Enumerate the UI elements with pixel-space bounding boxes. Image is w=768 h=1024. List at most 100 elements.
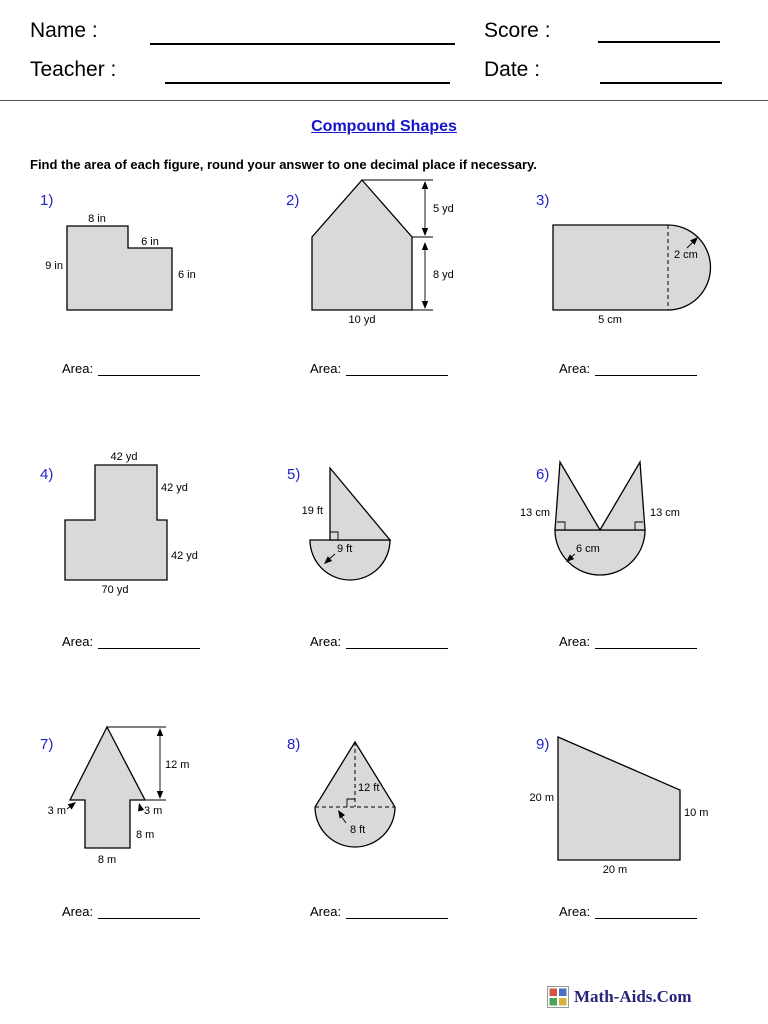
problem-3-figure: 2 cm 5 cm [552,224,712,326]
problem-7-number: 7) [40,736,54,753]
teacher-label: Teacher : [30,58,117,81]
right-angle-marker [346,798,355,807]
dim-label-upper-right: 42 yd [161,482,188,494]
rect-semicircle-outline [552,224,712,311]
problem-1-area-field: Area: [62,361,201,376]
problem-9-figure: 20 m 10 m 20 m [530,736,708,876]
dim-label-top: 8 in [88,213,106,225]
dim-label-left-overhang: 3 m [48,805,66,817]
problem-2-figure: 5 yd 8 yd 10 yd [311,179,454,326]
area-label: Area: [62,904,94,919]
arrow-shape-outline [68,725,147,849]
dim-label-base: 20 m [603,864,627,876]
dim-label-radius: 2 cm [674,249,698,261]
problem-4-area-field: Area: [62,634,201,649]
instruction-text: Find the area of each figure, round your… [30,157,537,172]
problem-5-area-field: Area: [310,634,449,649]
name-blank-line [150,42,455,45]
problem-8-figure: 12 ft 8 ft [314,740,396,848]
area-blank-line [346,635,449,649]
dim-label-right: 6 in [178,269,196,281]
t-shape-outline [64,464,168,581]
arrowhead-icon [421,301,429,309]
arrowhead-icon [338,810,346,819]
semicircle-outline [309,539,391,581]
problem-8-area-field: Area: [310,904,449,919]
problem-2-number: 2) [286,192,300,209]
area-label: Area: [62,634,94,649]
arrowhead-icon [421,181,429,189]
dim-label-left: 13 cm [520,507,550,519]
dim-label-left: 9 in [45,260,63,272]
problem-9-number: 9) [536,736,550,753]
area-label: Area: [559,361,591,376]
problem-6-number: 6) [536,466,550,483]
score-label: Score : [484,19,551,42]
arrowhead-icon [137,803,145,812]
problem-7-area-field: Area: [62,904,201,919]
arrowhead-icon [566,554,575,562]
page-title: Compound Shapes [311,118,457,135]
problem-1-number: 1) [40,192,54,209]
dim-label-wall: 8 yd [433,269,454,281]
dim-label-step: 6 in [141,236,159,248]
area-blank-line [98,635,201,649]
dim-label-diameter: 9 ft [337,543,352,555]
dim-label-height: 19 ft [302,505,323,517]
right-triangle-outline [598,459,646,531]
math-aids-logo-icon [547,986,569,1008]
area-label: Area: [559,904,591,919]
right-angle-marker [634,521,643,530]
dim-label-right-overhang: 3 m [144,805,162,817]
name-label: Name : [30,19,98,42]
dim-label-stem-width: 8 m [98,854,116,866]
dim-label-base: 10 yd [349,314,376,326]
header-divider [0,100,768,101]
problem-4-number: 4) [40,466,54,483]
dim-label-base: 70 yd [102,584,129,596]
dim-label-stem-height: 8 m [136,829,154,841]
arrowhead-icon [156,791,164,799]
arrowhead-icon [324,556,333,564]
area-blank-line [346,905,449,919]
area-label: Area: [62,361,94,376]
radius-pointer-line [686,241,694,249]
dim-label-diameter: 6 cm [576,543,600,555]
area-blank-line [595,905,698,919]
left-triangle-outline [554,459,602,531]
score-blank-line [598,40,720,43]
area-label: Area: [310,361,342,376]
problem-1-figure: 8 in 6 in 9 in 6 in [45,213,196,311]
date-blank-line [600,81,722,84]
dim-label-roof: 5 yd [433,203,454,215]
arrowhead-icon [156,728,164,736]
area-blank-line [98,362,201,376]
problem-8-number: 8) [287,736,301,753]
dim-label-lower-right: 42 yd [171,550,198,562]
problem-7-figure: 12 m 3 m 3 m 8 m 8 m [48,725,189,866]
dim-label-right: 13 cm [650,507,680,519]
arrowhead-icon [421,228,429,236]
dim-label-height: 12 ft [358,782,379,794]
problem-5-figure: 19 ft 9 ft [302,466,392,581]
l-shape-outline [66,225,173,311]
date-label: Date : [484,58,541,81]
area-blank-line [98,905,201,919]
dim-label-top: 42 yd [111,451,138,463]
right-angle-marker [557,521,566,530]
area-blank-line [346,362,449,376]
teacher-blank-line [165,81,450,84]
dim-label-diameter: 8 ft [350,824,365,836]
brand-link[interactable]: Math-Aids.Com [574,987,692,1006]
problem-3-area-field: Area: [559,361,698,376]
problem-5-number: 5) [287,466,301,483]
arrowhead-icon [690,237,698,245]
right-angle-marker [330,531,339,540]
problem-2-area-field: Area: [310,361,449,376]
dim-label-right: 10 m [684,807,708,819]
area-label: Area: [310,634,342,649]
problem-9-area-field: Area: [559,904,698,919]
area-label: Area: [559,634,591,649]
area-label: Area: [310,904,342,919]
